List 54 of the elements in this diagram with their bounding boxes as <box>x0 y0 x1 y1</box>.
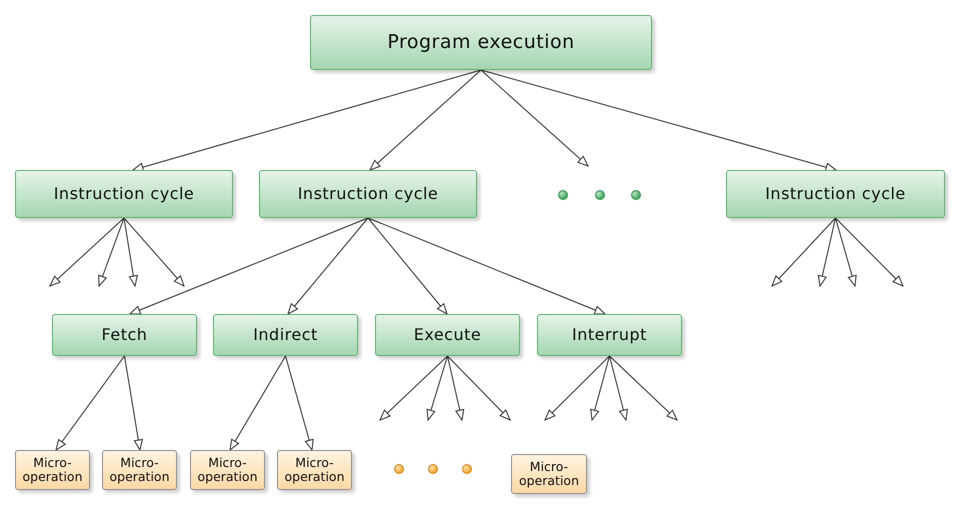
arrow <box>590 356 610 420</box>
operation-box <box>277 450 352 490</box>
process-box <box>726 170 945 218</box>
process-box <box>537 314 682 356</box>
arrow <box>544 356 610 420</box>
node-label: Instruction cycle <box>765 184 906 204</box>
operation-box <box>102 450 177 490</box>
node-label: Instruction cycle <box>298 184 438 204</box>
node-label: Program execution <box>387 31 575 54</box>
arrow <box>288 218 368 314</box>
node-label: Fetch <box>102 325 148 345</box>
arrow <box>447 356 510 420</box>
arrow <box>130 218 368 314</box>
root-box <box>310 15 652 70</box>
arrow <box>609 356 678 420</box>
process-box <box>375 314 520 356</box>
arrow <box>124 218 184 286</box>
arrow <box>480 70 588 166</box>
arrow <box>835 218 857 286</box>
node-label: Micro-operation <box>518 460 579 488</box>
process-box <box>213 314 358 356</box>
node-label: Micro-operation <box>284 456 344 484</box>
node-label: Interrupt <box>572 325 647 345</box>
arrow <box>835 218 904 286</box>
process-box <box>259 170 477 218</box>
node-label: Instruction cycle <box>54 184 194 204</box>
arrow <box>285 356 314 450</box>
arrow <box>368 218 448 314</box>
operation-box <box>190 450 265 490</box>
arrow <box>368 218 606 314</box>
arrow <box>447 356 464 420</box>
arrow <box>230 356 286 450</box>
arrow <box>50 218 124 286</box>
process-box <box>15 170 233 218</box>
arrow <box>56 356 125 450</box>
arrow <box>124 356 143 450</box>
node-label: Micro-operation <box>109 456 170 484</box>
node-label: Indirect <box>253 325 318 345</box>
arrow <box>426 356 448 420</box>
operation-box <box>511 454 587 494</box>
arrow <box>609 356 628 420</box>
process-box <box>52 314 197 356</box>
node-label: Micro-operation <box>197 456 258 484</box>
node-label: Execute <box>414 325 482 345</box>
arrow <box>818 218 836 286</box>
node-label: Micro-operation <box>22 456 82 484</box>
arrow <box>480 70 836 172</box>
arrow <box>370 70 482 170</box>
arrow <box>98 218 124 286</box>
arrow <box>772 218 836 286</box>
arrow <box>124 218 138 286</box>
arrow <box>380 356 448 420</box>
arrow <box>132 70 482 172</box>
operation-box <box>15 450 90 490</box>
